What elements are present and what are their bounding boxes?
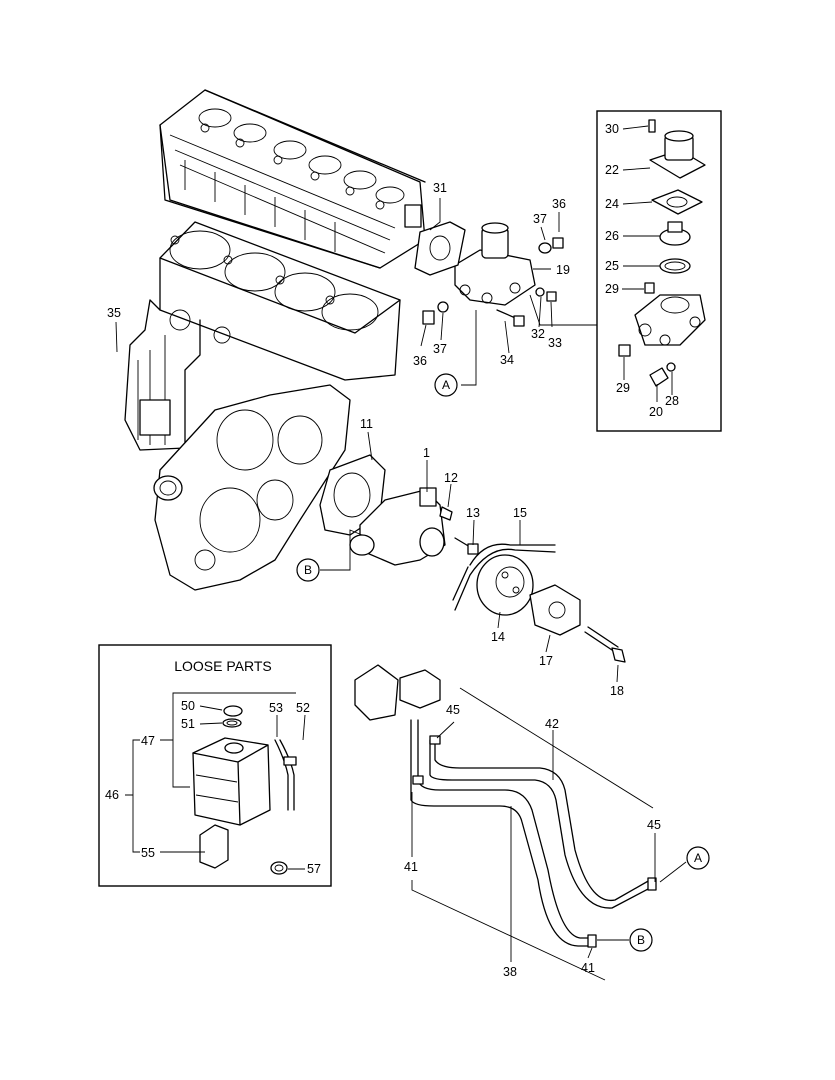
callout-36-upper: 36 <box>552 197 566 211</box>
ref-marker-a-upper: A <box>434 373 458 397</box>
callout-18: 18 <box>610 684 624 698</box>
hose-42 <box>429 739 651 909</box>
callout-46: 46 <box>105 788 119 802</box>
reserve-tank <box>192 705 271 826</box>
fan-belt <box>452 543 556 611</box>
callout-57: 57 <box>307 862 321 876</box>
callout-28: 28 <box>665 394 679 408</box>
callout-19: 19 <box>556 263 570 277</box>
ref-marker-b-lower-label: B <box>637 933 645 947</box>
tank-bracket <box>199 824 229 869</box>
callout-17: 17 <box>539 654 553 668</box>
callout-45-lower: 45 <box>647 818 661 832</box>
gasket-31 <box>414 221 466 276</box>
ref-marker-b-upper: B <box>296 558 320 582</box>
callout-30: 30 <box>605 122 619 136</box>
cylinder-block <box>124 221 401 451</box>
callout-numbers: 30 22 24 26 25 29 29 20 28 19 37 36 36 3… <box>105 122 679 979</box>
bolt-13 <box>454 537 479 555</box>
loose-parts-box <box>98 644 332 887</box>
ref-marker-a-lower-label: A <box>694 851 702 865</box>
callout-42: 42 <box>545 717 559 731</box>
callout-36-lower: 36 <box>413 354 427 368</box>
ref-marker-b-upper-label: B <box>304 563 312 577</box>
callout-33: 33 <box>548 336 562 350</box>
ref-marker-a-upper-label: A <box>442 378 450 392</box>
callout-32: 32 <box>531 327 545 341</box>
cylinder-head <box>159 89 426 269</box>
callout-13: 13 <box>466 506 480 520</box>
hose-38 <box>410 719 591 947</box>
callout-25: 25 <box>605 259 619 273</box>
callout-50: 50 <box>181 699 195 713</box>
callout-20: 20 <box>649 405 663 419</box>
callout-11: 11 <box>360 417 373 431</box>
thermostat-housing-19 <box>454 222 536 306</box>
callout-37-lower: 37 <box>433 342 447 356</box>
callout-34: 34 <box>500 353 514 367</box>
thermostat-lower <box>354 664 441 721</box>
callout-47: 47 <box>141 734 155 748</box>
callout-12: 12 <box>444 471 458 485</box>
leader-lines <box>115 125 687 981</box>
detail-parts <box>618 119 706 387</box>
pulley <box>476 554 534 616</box>
water-pump <box>349 487 446 566</box>
callout-26: 26 <box>605 229 619 243</box>
ref-marker-a-lower: A <box>686 846 710 870</box>
washer-57 <box>270 861 288 875</box>
bolt-12 <box>439 506 453 521</box>
callout-31: 31 <box>433 181 447 195</box>
long-bolt-18 <box>584 626 626 663</box>
callout-38: 38 <box>503 965 517 979</box>
callout-22: 22 <box>605 163 619 177</box>
callout-35: 35 <box>107 306 121 320</box>
callout-29-upper: 29 <box>605 282 619 296</box>
small-parts-upper <box>422 237 564 327</box>
callout-52: 52 <box>296 701 310 715</box>
callout-53: 53 <box>269 701 283 715</box>
callout-1: 1 <box>423 446 430 460</box>
callout-55: 55 <box>141 846 155 860</box>
detail-box <box>596 110 722 432</box>
callout-24: 24 <box>605 197 619 211</box>
loose-parts-title: LOOSE PARTS <box>174 658 272 674</box>
callout-41-right: 41 <box>581 961 595 975</box>
callout-51: 51 <box>181 717 195 731</box>
fan-spacer <box>529 584 581 636</box>
callout-14: 14 <box>491 630 505 644</box>
callout-45-upper: 45 <box>446 703 460 717</box>
callout-37-upper: 37 <box>533 212 547 226</box>
overflow-hose <box>274 739 297 811</box>
gear-case <box>153 384 351 591</box>
ref-marker-b-lower: B <box>629 928 653 952</box>
callout-29-lower: 29 <box>616 381 630 395</box>
callout-41-left: 41 <box>404 860 418 874</box>
hose-clamps <box>412 735 657 948</box>
callout-15: 15 <box>513 506 527 520</box>
